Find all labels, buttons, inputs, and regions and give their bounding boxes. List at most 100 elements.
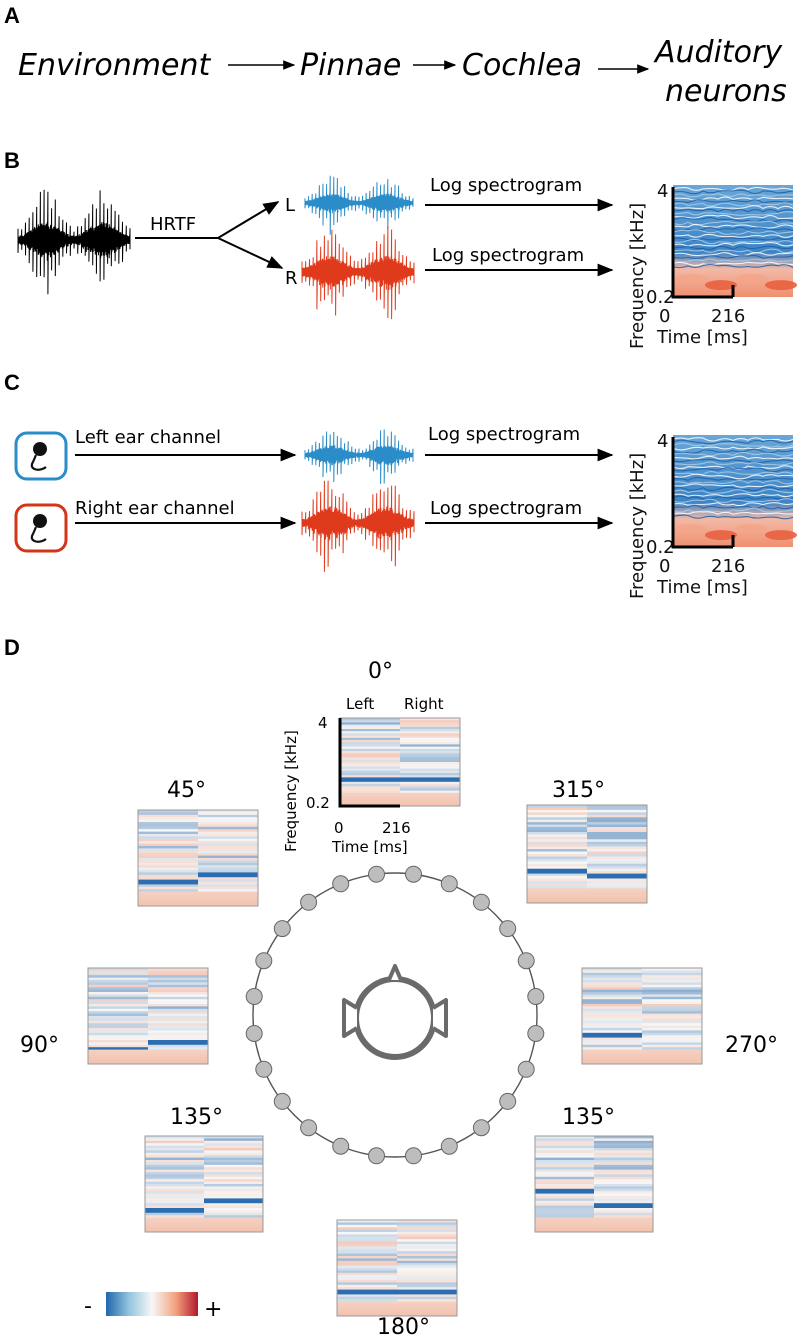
heatmap-cell [400, 722, 460, 725]
heatmap-cell [88, 987, 148, 990]
spectrogram-band [672, 241, 794, 247]
heatmap-cell [535, 1220, 594, 1223]
heatmap-cell [397, 1268, 457, 1271]
heatmap-cell [594, 1152, 653, 1156]
heatmap-cell [148, 1032, 208, 1036]
heatmap-cell [204, 1212, 263, 1216]
heatmap-cell [527, 849, 587, 852]
ylabel: Frequency [kHz] [282, 730, 300, 852]
heatmap-cell [535, 1205, 594, 1209]
heatmap-cell [204, 1205, 263, 1209]
heatmap-cell [582, 1037, 642, 1041]
heatmap-cell [148, 996, 208, 1000]
heatmap-cell [535, 1145, 594, 1149]
heatmap-cell [582, 968, 642, 971]
heatmap-cell [400, 751, 460, 754]
angle-label-315: 315° [552, 778, 605, 803]
spectrogram-band [672, 252, 794, 257]
heatmap-cell [397, 1296, 457, 1300]
heatmap-cell [594, 1174, 653, 1178]
flow-step-environment: Environment [18, 48, 211, 83]
heatmap-cell [337, 1284, 397, 1288]
heatmap-cell [138, 858, 198, 861]
heatmap-cell [642, 1061, 702, 1065]
heatmap-315deg [526, 804, 648, 904]
heatmap-cell [594, 1181, 653, 1185]
heatmap-cell [582, 1020, 642, 1024]
heatmap-cell [582, 992, 642, 995]
heatmap-cell [587, 836, 647, 840]
heatmap-cell [587, 881, 647, 884]
spectrogram-band [672, 467, 794, 473]
heatmap-border [137, 809, 259, 907]
heatmap-cell [340, 762, 400, 765]
heatmap-cell [198, 865, 258, 868]
heatmap-cell [138, 872, 198, 876]
heatmap-cell [397, 1311, 457, 1314]
heatmap-cell [527, 827, 587, 830]
heatmap-cell [198, 889, 258, 892]
heatmap-cell [594, 1160, 653, 1163]
heatmap-cell [204, 1222, 263, 1226]
heatmap-cell [535, 1217, 594, 1221]
heatmap-cell [198, 824, 258, 828]
heatmap-cell [148, 1025, 208, 1029]
heatmap-cell [527, 898, 587, 901]
heatmap-cell [145, 1229, 204, 1233]
heatmap-cell [582, 982, 642, 986]
spectrogram-band [672, 507, 794, 513]
heatmap-cell [88, 1020, 148, 1024]
heatmap-cell [88, 1004, 148, 1007]
heatmap-cell [642, 1020, 702, 1024]
heatmap-cell [594, 1136, 653, 1139]
heatmap-cell [340, 729, 400, 732]
heatmap-0deg [338, 717, 461, 808]
heatmap-cell [337, 1296, 397, 1300]
heatmap-cell [198, 862, 258, 866]
heatmap-cell [642, 989, 702, 993]
heatmap-cell [145, 1181, 204, 1185]
speaker-dot [245, 988, 263, 1005]
heatmap-cell [204, 1152, 263, 1156]
waveform-trace [17, 189, 131, 295]
heatmap-cell [582, 987, 642, 990]
spectrogram-band [672, 439, 794, 445]
heatmap-cell [535, 1184, 594, 1187]
heatmap-cell [400, 746, 460, 750]
heatmap-cell [582, 975, 642, 978]
heatmap-cell [145, 1160, 204, 1163]
heatmap-cell [340, 788, 400, 791]
heatmap-cell [145, 1164, 204, 1168]
heatmap-cell [204, 1145, 263, 1149]
heatmap-cell [148, 1018, 208, 1022]
heatmap-cell [582, 1040, 642, 1043]
heatmap-cell [582, 1044, 642, 1048]
heatmap-135deg-left [144, 1135, 264, 1233]
heatmap-cell [642, 1030, 702, 1034]
heatmap-cell [340, 742, 400, 745]
heatmap-cell [582, 1052, 642, 1055]
spec-xtick-right: 216 [711, 556, 745, 577]
heatmap-cell [400, 737, 460, 741]
heatmap-cell [587, 885, 647, 889]
heatmap-cell [148, 972, 208, 976]
heatmap-cell [148, 1049, 208, 1053]
heatmap-cell [145, 1143, 204, 1146]
speaker-dot [405, 865, 422, 883]
heatmap-cell [527, 834, 587, 838]
heatmap-cell [582, 972, 642, 976]
heatmap-cell [397, 1301, 457, 1305]
heatmap-cell [340, 786, 400, 789]
heatmap-cell [594, 1167, 653, 1170]
heatmap-cell [594, 1222, 653, 1226]
heatmap-cell [148, 1028, 208, 1031]
heatmap-cell [535, 1169, 594, 1173]
heatmap-cell [527, 844, 587, 848]
heatmap-cell [535, 1172, 594, 1175]
heatmap-cell [148, 1020, 208, 1024]
heatmap-cell [535, 1152, 594, 1156]
heatmap-cell [642, 1056, 702, 1060]
heatmap-cell [397, 1220, 457, 1223]
heatmap-cell [204, 1169, 263, 1173]
heatmap-cell [88, 1052, 148, 1055]
